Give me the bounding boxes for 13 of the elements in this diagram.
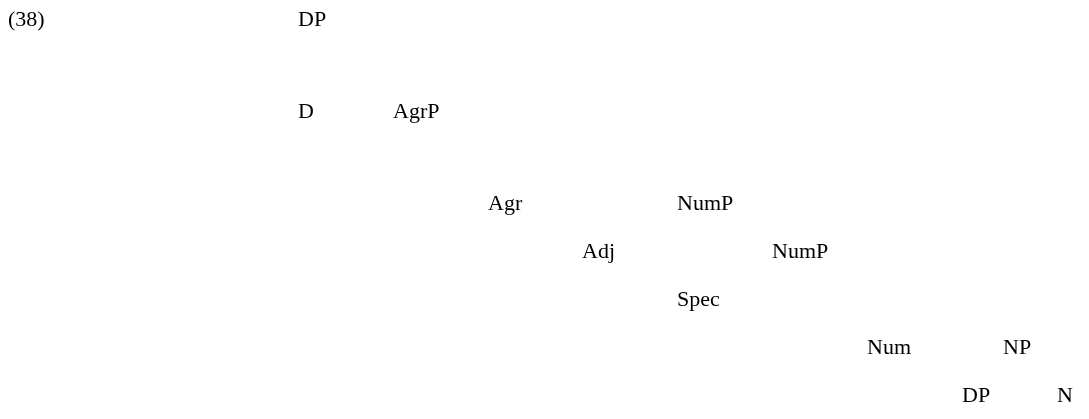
tree-label: NumP (677, 190, 734, 216)
tree-label: Spec (677, 286, 720, 312)
tree-label: N (1057, 382, 1073, 408)
tree-label: Agr (488, 190, 523, 216)
tree-label: D (298, 98, 314, 124)
tree-label: AgrP (393, 98, 440, 124)
tree-label: DP (298, 6, 327, 32)
tree-label: DP (962, 382, 991, 408)
tree-label: Adj (582, 238, 615, 264)
example-number: (38) (8, 6, 45, 32)
tree-label: Num (867, 334, 911, 360)
tree-label: NP (1003, 334, 1032, 360)
tree-label: NumP (772, 238, 829, 264)
